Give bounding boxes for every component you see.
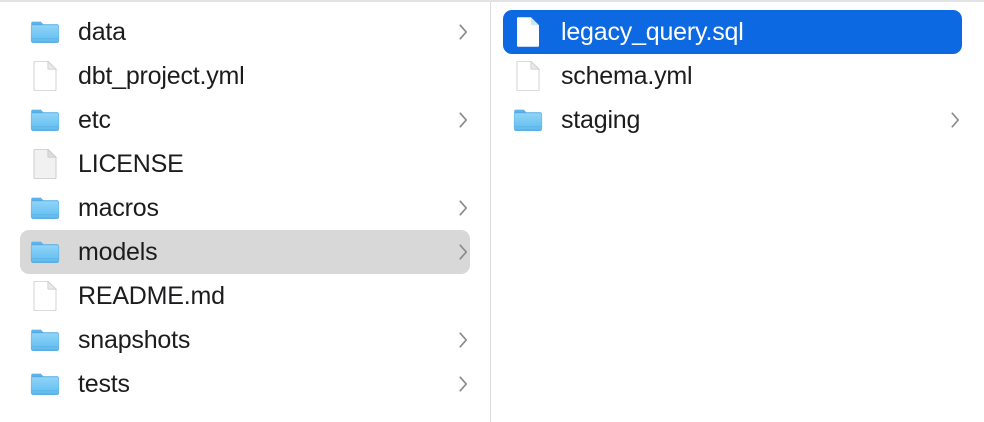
folder-icon <box>30 105 60 135</box>
file-row[interactable]: schema.yml <box>503 54 962 98</box>
file-row[interactable]: dbt_project.yml <box>20 54 470 98</box>
document-icon-plain <box>30 149 60 179</box>
item-label: snapshots <box>78 327 191 353</box>
file-row[interactable]: README.md <box>20 274 470 318</box>
item-label: dbt_project.yml <box>78 63 245 89</box>
folder-row[interactable]: staging <box>503 98 962 142</box>
chevron-right-icon <box>456 329 470 351</box>
folder-row[interactable]: data <box>20 10 470 54</box>
folder-row[interactable]: snapshots <box>20 318 470 362</box>
folder-row[interactable]: macros <box>20 186 470 230</box>
item-label: staging <box>561 107 641 133</box>
folder-row[interactable]: models <box>20 230 470 274</box>
document-icon <box>30 281 60 311</box>
document-icon <box>30 61 60 91</box>
document-icon <box>513 61 543 91</box>
finder-column-child[interactable]: legacy_query.sql schema.yml staging <box>491 2 984 422</box>
chevron-right-icon <box>456 373 470 395</box>
item-label: README.md <box>78 283 225 309</box>
item-label: etc <box>78 107 111 133</box>
item-label: models <box>78 239 158 265</box>
chevron-right-icon <box>948 109 962 131</box>
chevron-right-icon <box>456 109 470 131</box>
item-label: tests <box>78 371 130 397</box>
file-row[interactable]: legacy_query.sql <box>503 10 962 54</box>
chevron-right-icon <box>456 197 470 219</box>
document-icon <box>513 17 543 47</box>
item-label: data <box>78 19 126 45</box>
file-row[interactable]: LICENSE <box>20 142 470 186</box>
folder-icon <box>30 193 60 223</box>
item-label: macros <box>78 195 159 221</box>
folder-icon <box>30 237 60 267</box>
chevron-right-icon <box>456 241 470 263</box>
item-label: schema.yml <box>561 63 693 89</box>
folder-icon <box>30 17 60 47</box>
folder-row[interactable]: tests <box>20 362 470 406</box>
chevron-right-icon <box>456 21 470 43</box>
folder-icon <box>30 325 60 355</box>
folder-icon <box>30 369 60 399</box>
folder-icon <box>513 105 543 135</box>
item-label: legacy_query.sql <box>561 19 744 45</box>
item-label: LICENSE <box>78 151 184 177</box>
folder-row[interactable]: etc <box>20 98 470 142</box>
